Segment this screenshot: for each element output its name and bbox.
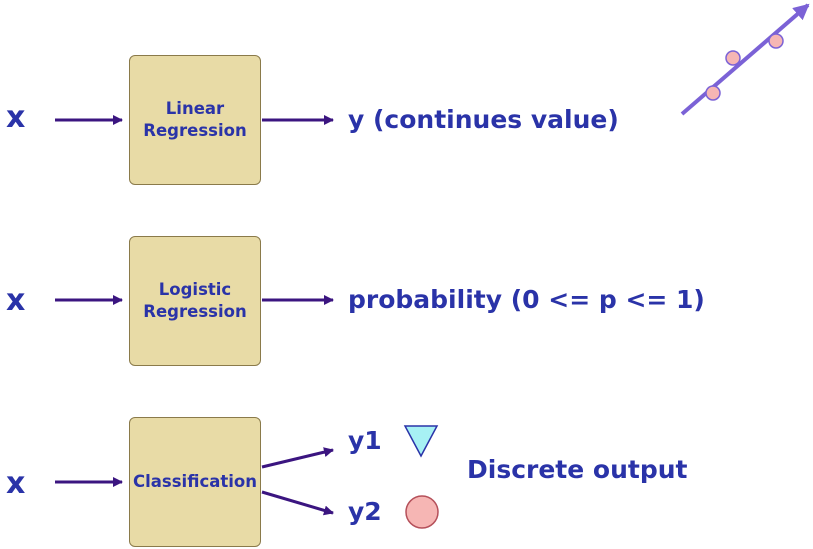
circle-icon <box>405 495 439 529</box>
scatter-trend-arrow-icon <box>680 3 810 116</box>
logistic-regression-label: Logistic Regression <box>143 280 247 321</box>
row3-output-y2: y2 <box>348 497 382 526</box>
row3-output-arrow-y1 <box>261 447 334 469</box>
row3-output-arrow-y2 <box>261 490 334 516</box>
triangle-down-icon <box>403 425 439 458</box>
row3-output-y1: y1 <box>348 426 382 455</box>
row2-input-label: x <box>6 283 26 318</box>
row2-output-label: probability (0 <= p <= 1) <box>348 285 705 314</box>
classification-box: Classification <box>129 417 261 547</box>
discrete-output-label: Discrete output <box>467 455 688 484</box>
linear-regression-box: Linear Regression <box>129 55 261 185</box>
row1-input-label: x <box>6 100 26 135</box>
row1-output-label: y (continues value) <box>348 105 619 134</box>
classification-label: Classification <box>133 472 257 491</box>
linear-regression-label: Linear Regression <box>143 99 247 140</box>
logistic-regression-box: Logistic Regression <box>129 236 261 366</box>
row3-input-label: x <box>6 466 26 501</box>
